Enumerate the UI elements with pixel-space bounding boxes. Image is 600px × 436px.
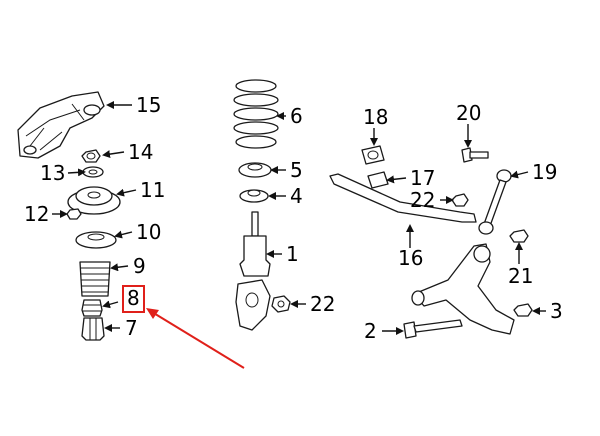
highlight-box [122, 285, 145, 313]
callout-13: 13 [40, 161, 65, 185]
nut-part-3 [513, 303, 533, 317]
control-arm-part [411, 243, 515, 335]
bracket-part [367, 171, 389, 189]
callout-labels: 15 14 13 11 12 10 9 8 7 6 5 4 1 22 18 20… [24, 93, 563, 343]
callout-22-strut: 22 [310, 292, 335, 316]
callout-1: 1 [286, 242, 299, 266]
callout-8: 8 [127, 286, 140, 310]
callout-22-bar: 22 [410, 188, 435, 212]
strut-mount-part [67, 186, 121, 215]
callout-10: 10 [136, 220, 161, 244]
bump-stop-part [81, 299, 103, 317]
bearing-plate-part [75, 231, 117, 249]
small-nut-part [66, 208, 82, 220]
callout-20: 20 [456, 101, 481, 125]
bushing-part [361, 145, 385, 165]
strut-brace-part [17, 91, 105, 159]
nut-part-22b [451, 193, 469, 207]
spring-seat-part [238, 162, 272, 178]
callout-21: 21 [508, 264, 533, 288]
callout-19: 19 [532, 160, 557, 184]
washer-part [82, 166, 104, 178]
strut-assembly-part [235, 211, 271, 331]
nut-part [81, 149, 101, 163]
callout-18: 18 [363, 105, 388, 129]
bolt-part-2 [403, 319, 463, 339]
callout-12: 12 [24, 202, 49, 226]
callout-16: 16 [398, 246, 423, 270]
callout-4: 4 [290, 184, 303, 208]
callout-5: 5 [290, 158, 303, 182]
nut-part-21 [509, 229, 529, 243]
highlight-callout [122, 285, 245, 369]
stabilizer-link-part [478, 169, 512, 235]
coil-spring-part [233, 79, 279, 149]
highlight-arrow [151, 311, 245, 369]
bolt-part-20 [461, 147, 489, 163]
nut-part-22a [271, 295, 291, 313]
callout-17: 17 [410, 166, 435, 190]
stabilizer-bar-part [329, 173, 477, 223]
leader-lines [52, 101, 546, 335]
callout-3: 3 [550, 299, 563, 323]
callout-7: 7 [125, 316, 138, 340]
isolator-part [81, 317, 105, 341]
callout-2: 2 [364, 319, 377, 343]
highlight-arrowhead [146, 308, 159, 319]
callout-15: 15 [136, 93, 161, 117]
dust-boot-part [79, 261, 111, 297]
callout-6: 6 [290, 104, 303, 128]
spring-pad-part [239, 189, 269, 203]
callout-9: 9 [133, 254, 146, 278]
callout-11: 11 [140, 178, 165, 202]
callout-14: 14 [128, 140, 153, 164]
